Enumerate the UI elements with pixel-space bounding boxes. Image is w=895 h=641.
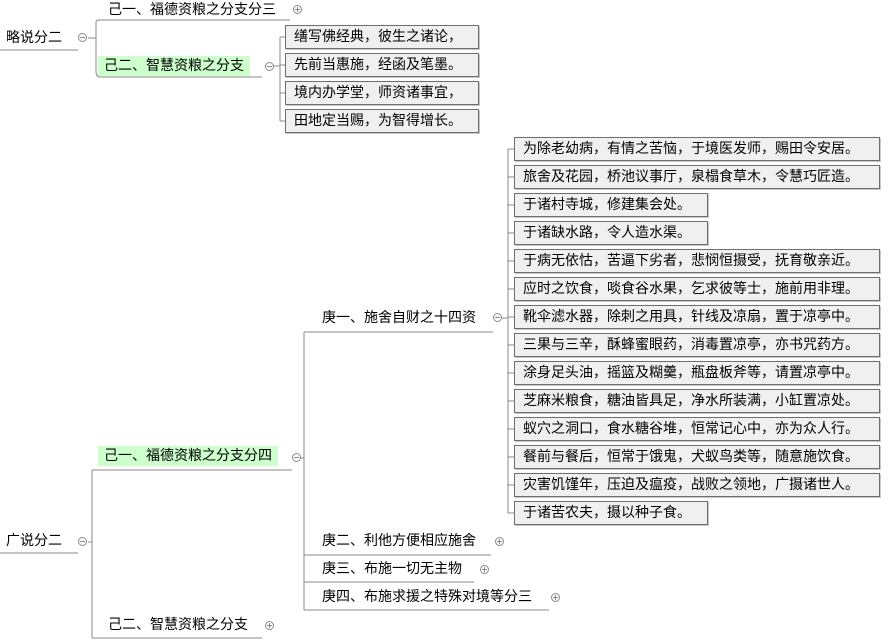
leaf-node[interactable]: 旅舍及花园，桥池议事厅，泉榻食草木，令慧巧匠造。: [514, 165, 880, 189]
collapse-toggle-icon[interactable]: −: [78, 33, 87, 42]
leaf-node[interactable]: 于诸缺水路，令人造水渠。: [514, 221, 708, 245]
branch-node-broad-merit[interactable]: 己一、福德资粮之分支分四: [98, 446, 278, 466]
leaf-node[interactable]: 三果与三辛，酥蜂蜜眼药，消毒置凉亭，亦书咒药方。: [514, 333, 880, 357]
leaf-node[interactable]: 先前当惠施，经函及笔墨。: [285, 53, 479, 77]
leaf-node[interactable]: 为除老幼病，有情之苦恼，于境医发师，赐田令安居。: [514, 137, 880, 161]
expand-toggle-icon[interactable]: +: [480, 565, 489, 574]
collapse-toggle-icon[interactable]: −: [265, 62, 274, 71]
connector-wisdom-leaves: [272, 36, 285, 122]
leaf-node[interactable]: 应时之饮食，啖食谷水果，乞求彼等士，施前用非理。: [514, 277, 880, 301]
leaf-node[interactable]: 于病无依怙，苦逼下劣者，悲悯恒摄受，抚育敬亲近。: [514, 249, 880, 273]
leaf-node[interactable]: 涂身足头油，摇篮及糊羹，瓶盘板斧等，请置凉亭中。: [514, 361, 880, 385]
leaf-node[interactable]: 餐前与餐后，恒常于饿鬼，犬蚁鸟类等，随意施饮食。: [514, 445, 880, 469]
leaf-node[interactable]: 靴伞滤水器，除刺之用具，针线及凉扇，置于凉亭中。: [514, 305, 880, 329]
expand-toggle-icon[interactable]: +: [265, 621, 274, 630]
geng-node[interactable]: 庚一、施舍自财之十四资: [322, 310, 476, 326]
connector-brief-branches: [88, 19, 290, 78]
branch-node-broad-wisdom[interactable]: 己二、智慧资粮之分支: [108, 617, 248, 633]
connector-geng1-leaves: [502, 148, 514, 514]
expand-toggle-icon[interactable]: +: [293, 5, 302, 14]
geng-node[interactable]: 庚二、利他方便相应施舍: [322, 533, 476, 549]
connector-geng: [298, 331, 549, 611]
leaf-node[interactable]: 于诸村寺城，修建集会处。: [514, 193, 708, 217]
leaf-node[interactable]: 灾害饥馑年，压迫及瘟疫，战败之领地，广摄诸世人。: [514, 473, 880, 497]
leaf-node[interactable]: 缮写佛经典，彼生之诸论，: [285, 25, 479, 49]
expand-toggle-icon[interactable]: +: [495, 537, 504, 546]
branch-node-brief-wisdom[interactable]: 己二、智慧资粮之分支: [98, 56, 250, 76]
root-node-brief[interactable]: 略说分二: [6, 30, 62, 46]
collapse-toggle-icon[interactable]: −: [292, 453, 301, 462]
branch-node-brief-merit[interactable]: 己一、福德资粮之分支分三: [108, 2, 276, 18]
leaf-node[interactable]: 于诸苦农夫，摄以种子食。: [514, 501, 708, 525]
leaf-node[interactable]: 蚁穴之洞口，食水糖谷堆，恒常记心中，亦为众人行。: [514, 417, 880, 441]
geng-node[interactable]: 庚四、布施求援之特殊对境等分三: [322, 589, 532, 605]
expand-toggle-icon[interactable]: +: [551, 593, 560, 602]
geng-node[interactable]: 庚三、布施一切无主物: [322, 561, 462, 577]
root-node-broad[interactable]: 广说分二: [6, 533, 62, 549]
collapse-toggle-icon[interactable]: −: [78, 537, 87, 546]
leaf-node[interactable]: 芝麻米粮食，糖油皆具足，净水所装满，小缸置凉处。: [514, 389, 880, 413]
leaf-node[interactable]: 田地定当赐，为智得增长。: [285, 109, 479, 133]
collapse-toggle-icon[interactable]: −: [493, 313, 502, 322]
leaf-node[interactable]: 境内办学堂，师资诸事宜，: [285, 81, 479, 105]
connector-broad-branches: [88, 469, 292, 639]
